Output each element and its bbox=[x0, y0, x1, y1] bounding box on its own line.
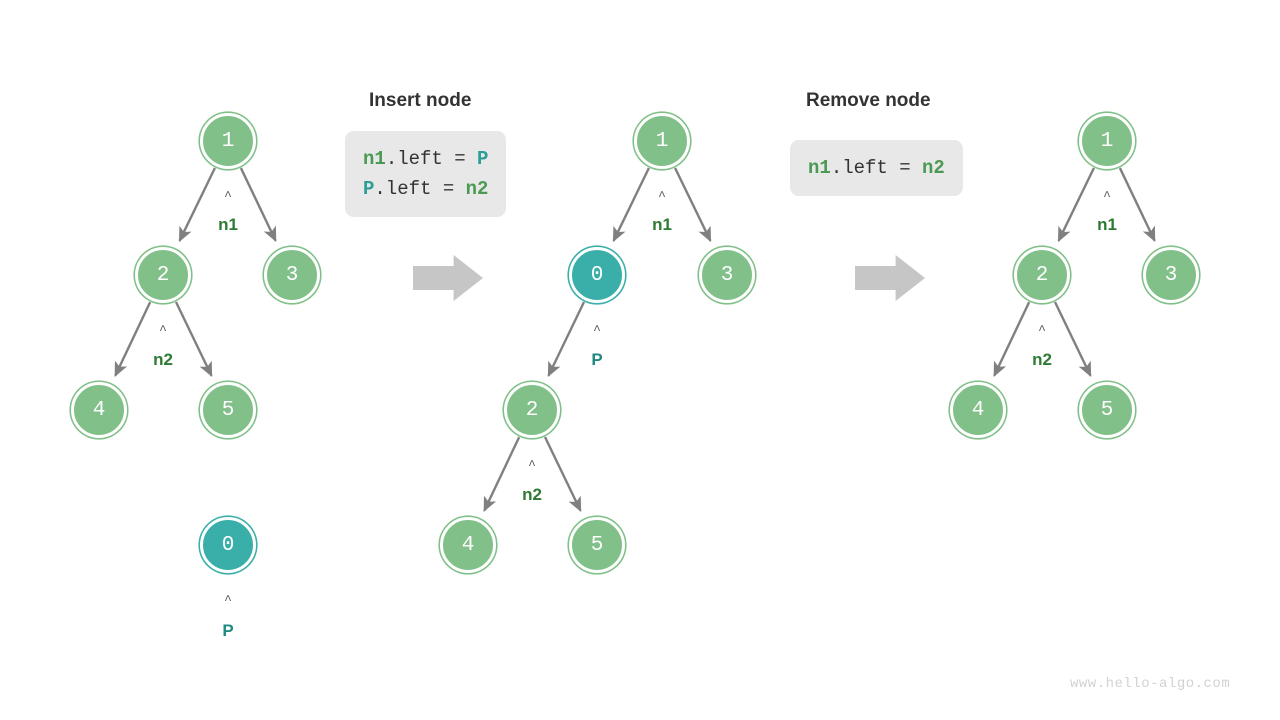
pointer-caret-icon: ^ bbox=[528, 458, 536, 473]
pointer-caret-icon: ^ bbox=[224, 189, 232, 204]
pointer-caret-icon: ^ bbox=[224, 593, 232, 608]
tree-node-5[interactable]: 5 bbox=[1079, 382, 1135, 438]
panel-title-insert: Insert node bbox=[369, 90, 472, 111]
tree-node-5[interactable]: 5 bbox=[200, 382, 256, 438]
pointer-label-P: P bbox=[222, 621, 234, 640]
panel-title-remove: Remove node bbox=[806, 90, 931, 111]
block-arrows-group bbox=[413, 255, 925, 301]
tree-node-3[interactable]: 3 bbox=[699, 247, 755, 303]
pointer-label-n2: n2 bbox=[153, 350, 173, 369]
code-token: n1 bbox=[808, 157, 831, 179]
pointer-caret-icon: ^ bbox=[658, 189, 666, 204]
tree-edge bbox=[547, 301, 586, 378]
tree-edge bbox=[483, 436, 521, 512]
code-line: n1.left = n2 bbox=[808, 153, 945, 183]
code-token: P bbox=[477, 148, 489, 170]
code-token: .left = bbox=[385, 148, 478, 170]
tree-edge bbox=[612, 167, 650, 243]
watermark: www.hello-algo.com bbox=[1070, 676, 1231, 692]
code-token: n2 bbox=[465, 178, 489, 200]
arrow-1 bbox=[413, 255, 483, 301]
tree-node-3[interactable]: 3 bbox=[1143, 247, 1199, 303]
tree-edge bbox=[178, 167, 216, 243]
code-line: P.left = n2 bbox=[363, 174, 488, 204]
code-token: .left = bbox=[374, 178, 466, 200]
tree-node-1[interactable]: 1 bbox=[200, 113, 256, 169]
pointer-caret-icon: ^ bbox=[593, 323, 601, 338]
pointer-caret-icon: ^ bbox=[159, 323, 167, 338]
tree-edge bbox=[1057, 167, 1095, 243]
pointer-label-n2: n2 bbox=[522, 485, 542, 504]
tree-edge bbox=[674, 167, 712, 243]
code-line: n1.left = P bbox=[363, 144, 488, 174]
code-token: n1 bbox=[363, 148, 386, 170]
tree-edge bbox=[174, 301, 213, 378]
tree-node-0[interactable]: 0 bbox=[200, 517, 256, 573]
tree-node-1[interactable]: 1 bbox=[1079, 113, 1135, 169]
tree-node-0[interactable]: 0 bbox=[569, 247, 625, 303]
code-token: .left = bbox=[830, 157, 923, 179]
pointer-label-n1: n1 bbox=[218, 215, 238, 234]
tree-node-4[interactable]: 4 bbox=[440, 517, 496, 573]
code-box-remove: n1.left = n2 bbox=[790, 140, 963, 196]
tree-edge bbox=[239, 167, 277, 243]
pointer-label-n1: n1 bbox=[1097, 215, 1117, 234]
arrow-2 bbox=[855, 255, 925, 301]
tree-edge bbox=[1118, 167, 1156, 243]
pointer-caret-icon: ^ bbox=[1103, 189, 1111, 204]
pointer-label-n1: n1 bbox=[652, 215, 672, 234]
pointer-label-P: P bbox=[591, 350, 603, 369]
tree-node-2[interactable]: 2 bbox=[1014, 247, 1070, 303]
code-token: n2 bbox=[922, 157, 945, 179]
tree-edge bbox=[543, 436, 582, 513]
tree-node-2[interactable]: 2 bbox=[504, 382, 560, 438]
tree-node-2[interactable]: 2 bbox=[135, 247, 191, 303]
code-token: P bbox=[363, 178, 375, 200]
tree-node-4[interactable]: 4 bbox=[71, 382, 127, 438]
pointer-caret-icon: ^ bbox=[1038, 323, 1046, 338]
tree-edge bbox=[114, 301, 152, 377]
tree-edge bbox=[993, 301, 1031, 377]
pointer-label-n2: n2 bbox=[1032, 350, 1052, 369]
tree-edge bbox=[1053, 301, 1092, 378]
tree-node-1[interactable]: 1 bbox=[634, 113, 690, 169]
tree-node-3[interactable]: 3 bbox=[264, 247, 320, 303]
tree-node-4[interactable]: 4 bbox=[950, 382, 1006, 438]
tree-node-5[interactable]: 5 bbox=[569, 517, 625, 573]
